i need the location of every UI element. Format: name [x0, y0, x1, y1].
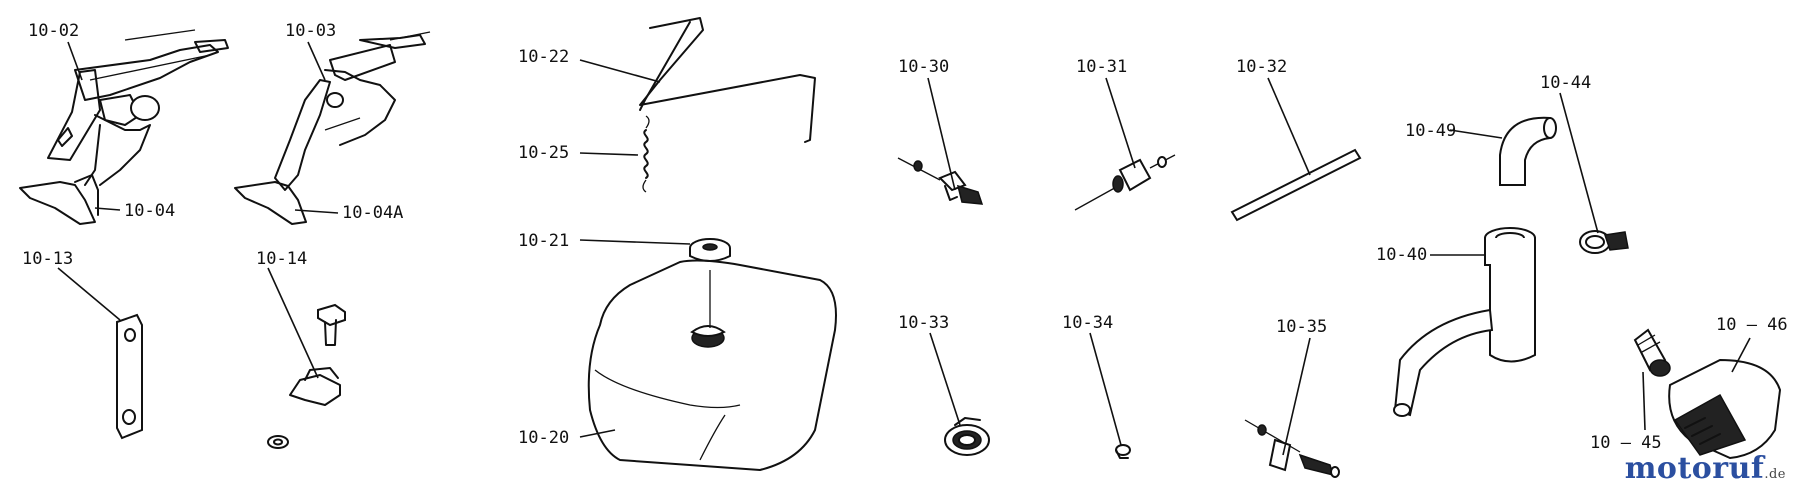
part-10-30-fitting — [897, 157, 984, 205]
watermark-text: motoruf — [1624, 451, 1765, 486]
part-10-02-throttle-linkage — [47, 29, 229, 186]
part-10-04-pedal — [19, 174, 99, 225]
part-10-14-clamp — [267, 303, 346, 449]
part-10-46-air-filter — [1668, 358, 1782, 460]
part-10-32-fuel-line — [1230, 148, 1362, 222]
watermark-logo: motoruf.de — [1625, 451, 1786, 486]
label-10-30: 10-30 — [898, 57, 949, 77]
label-10-33: 10-33 — [898, 313, 949, 333]
part-10-35-fitting — [1244, 419, 1340, 478]
label-10-44: 10-44 — [1540, 73, 1591, 93]
part-10-45-adapter — [1633, 328, 1671, 377]
part-10-33-hose-clamp — [944, 417, 990, 456]
part-10-44-hose-clamp — [1579, 230, 1629, 254]
part-10-31-fuel-filter — [1074, 154, 1176, 211]
label-10-04: 10-04 — [124, 201, 175, 221]
label-10-45: 10 — 45 — [1590, 433, 1662, 453]
label-10-14: 10-14 — [256, 249, 307, 269]
part-labels: 10-02 10-03 10-04 10-04A 10-13 10-14 10-… — [22, 21, 1788, 453]
watermark-tld: .de — [1764, 467, 1786, 482]
label-10-35: 10-35 — [1276, 317, 1327, 337]
label-10-21: 10-21 — [518, 231, 569, 251]
label-10-02: 10-02 — [28, 21, 79, 41]
part-10-21-grommet — [689, 238, 731, 262]
part-10-40-air-intake — [1393, 227, 1536, 417]
part-10-34-clip — [1115, 444, 1131, 459]
part-10-03-throttle-linkage — [274, 31, 431, 191]
label-10-25: 10-25 — [518, 143, 569, 163]
label-10-31: 10-31 — [1076, 57, 1127, 77]
label-10-32: 10-32 — [1236, 57, 1287, 77]
label-10-49: 10-49 — [1405, 121, 1456, 141]
label-10-03: 10-03 — [285, 21, 336, 41]
label-10-34: 10-34 — [1062, 313, 1113, 333]
label-10-13: 10-13 — [22, 249, 73, 269]
label-10-22: 10-22 — [518, 47, 569, 67]
part-10-04a-pedal — [234, 181, 307, 225]
label-10-40: 10-40 — [1376, 245, 1427, 265]
leader-lines — [57, 41, 1751, 456]
part-10-20-fuel-tank — [587, 259, 837, 471]
part-10-22-rod — [639, 17, 816, 143]
label-10-46: 10 — 46 — [1716, 315, 1788, 335]
part-10-49-elbow-hose — [1499, 116, 1557, 186]
part-10-25-spring — [642, 115, 650, 193]
part-10-13-plate — [116, 313, 143, 440]
label-10-04a: 10-04A — [342, 203, 403, 223]
label-10-20: 10-20 — [518, 428, 569, 448]
